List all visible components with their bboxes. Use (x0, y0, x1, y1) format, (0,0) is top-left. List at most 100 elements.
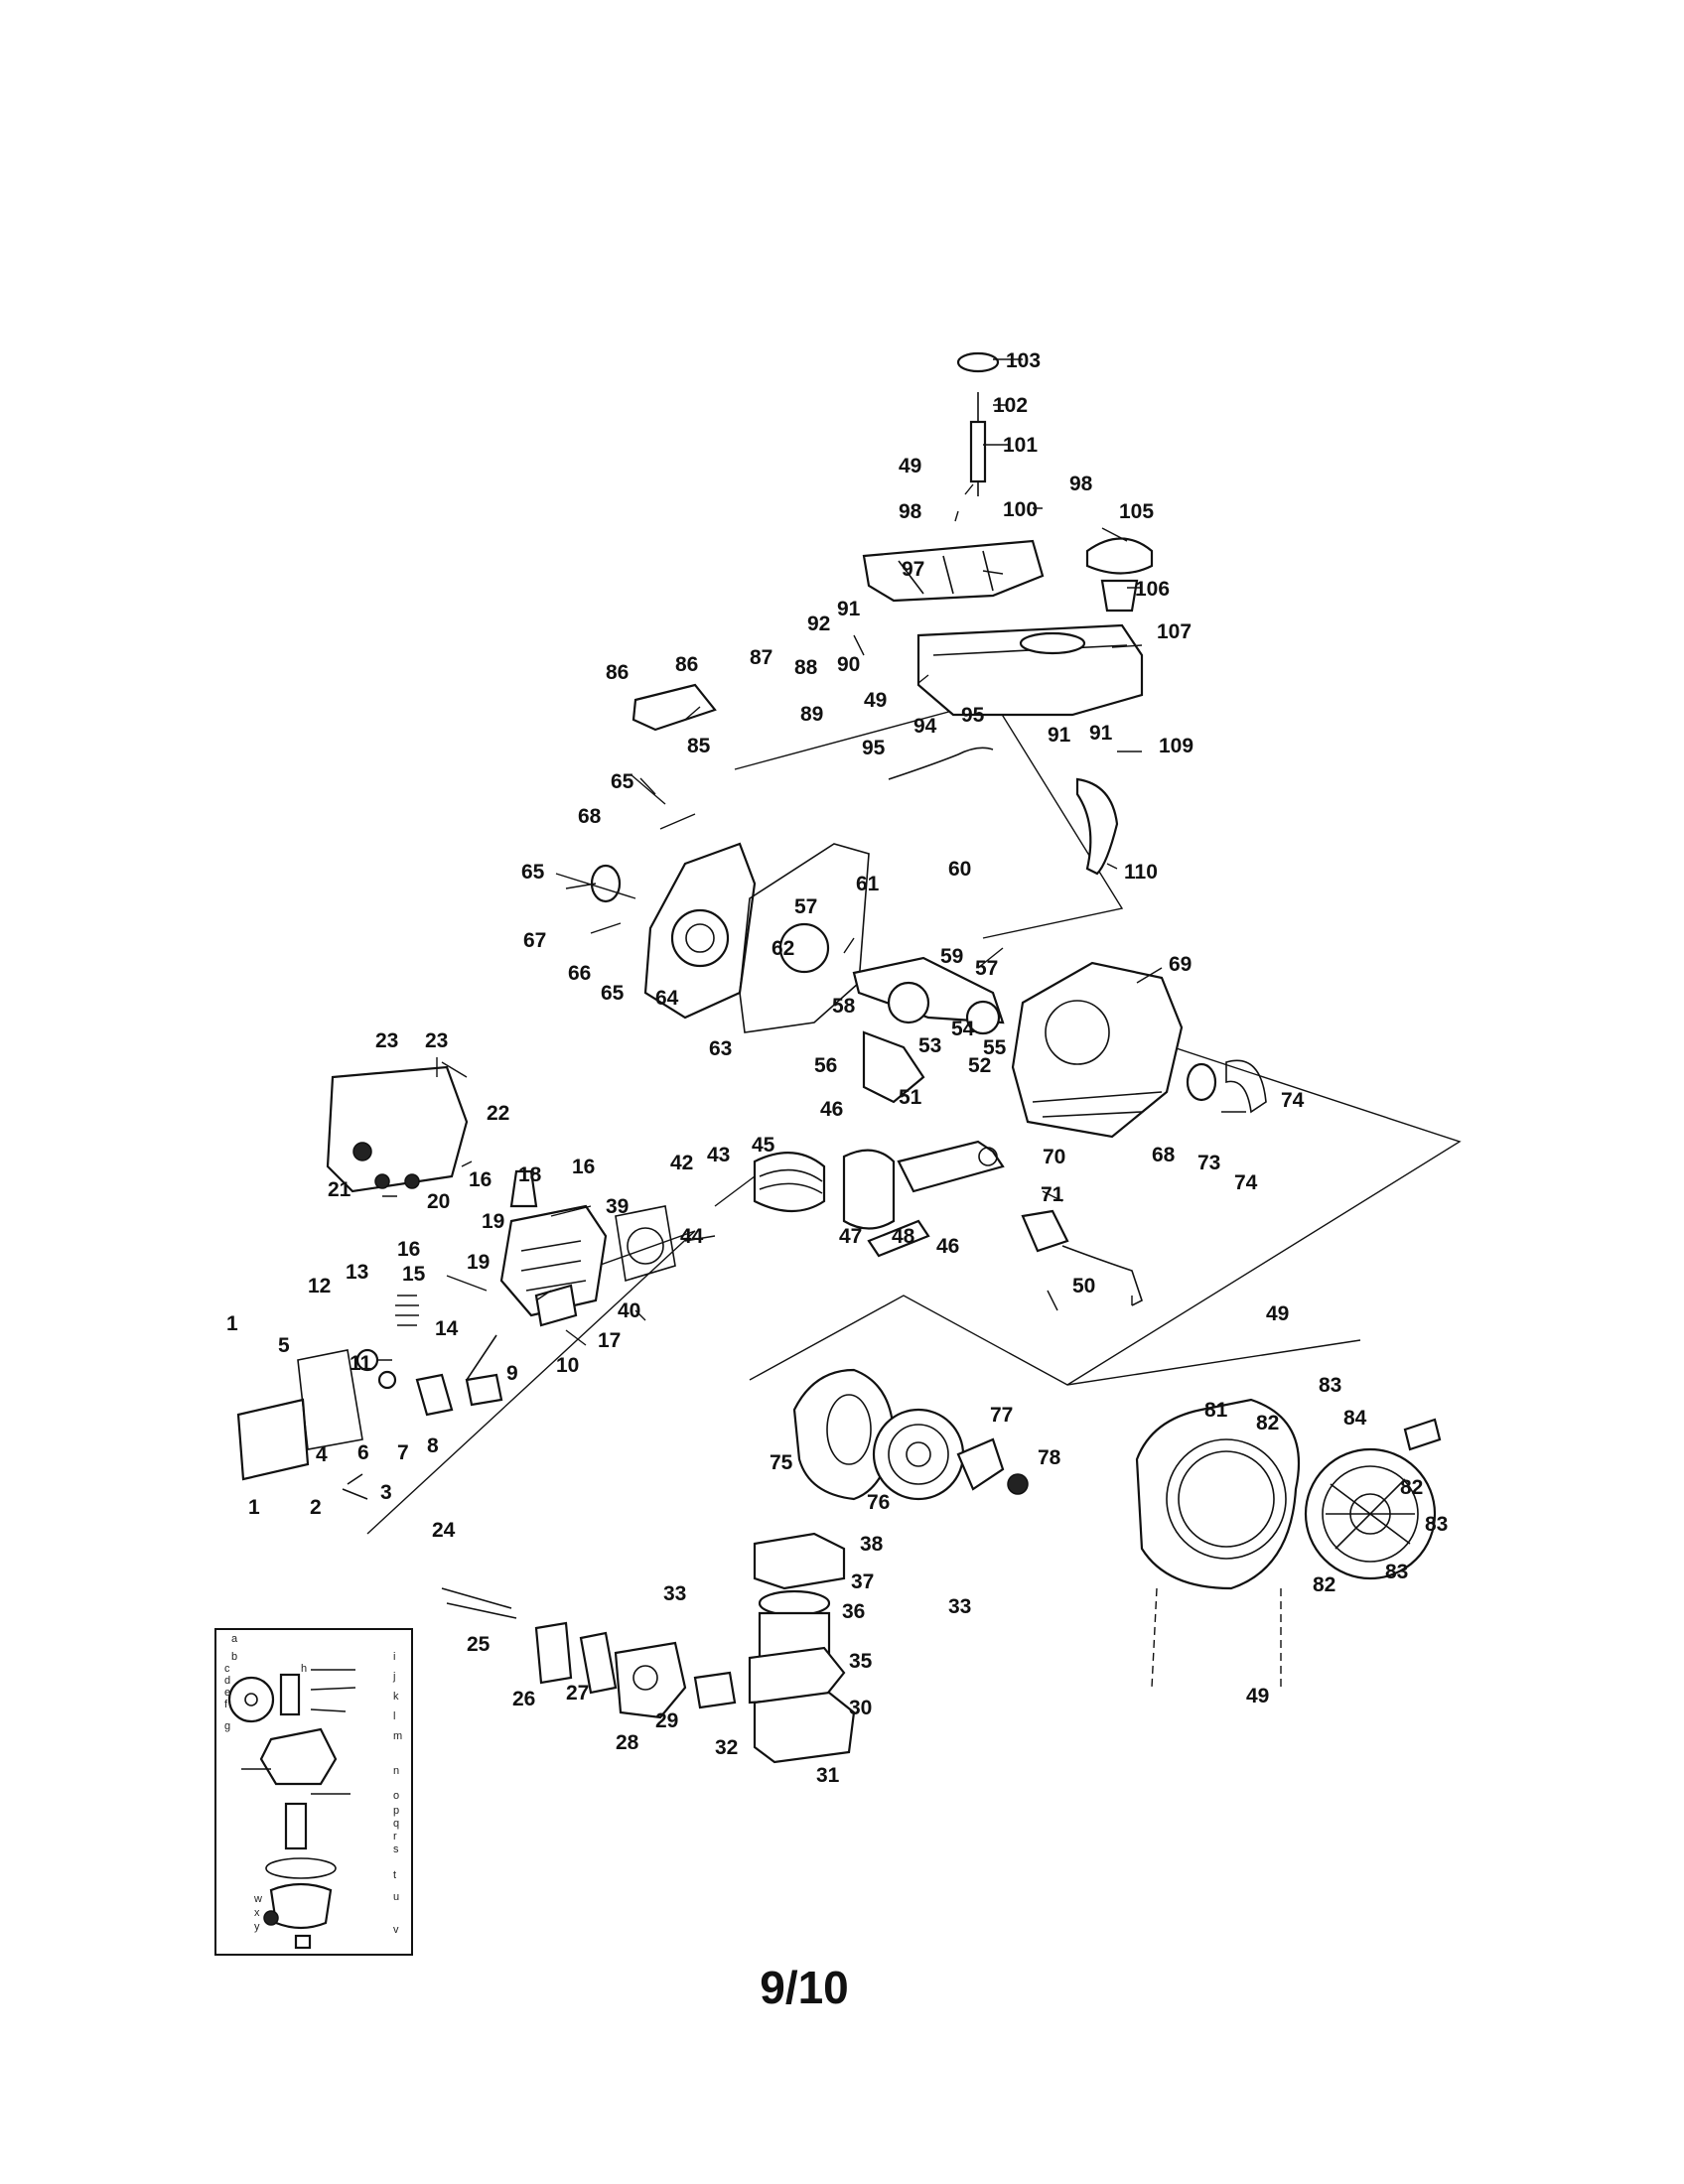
callout-94: 94 (913, 715, 937, 738)
inset-callout-s: s (393, 1843, 399, 1855)
callout-3: 3 (380, 1481, 392, 1504)
carburetor-group (441, 1532, 856, 1764)
callout-49: 49 (1266, 1302, 1289, 1325)
callout-82: 82 (1313, 1573, 1335, 1596)
callout-73: 73 (1197, 1152, 1220, 1174)
callout-23: 23 (375, 1029, 398, 1052)
callout-83: 83 (1319, 1374, 1341, 1397)
callout-19: 19 (482, 1210, 504, 1233)
callout-17: 17 (598, 1329, 621, 1352)
callout-109: 109 (1159, 735, 1193, 757)
carb-elbow (693, 1671, 737, 1709)
callout-46: 46 (936, 1235, 959, 1258)
callout-22: 22 (487, 1102, 509, 1125)
throttle-bracket (632, 683, 717, 732)
inset-callout-n: n (393, 1765, 399, 1777)
callout-84: 84 (1343, 1407, 1367, 1430)
inset-callout-j: j (392, 1671, 395, 1683)
callout-68: 68 (578, 805, 602, 828)
valve-cover-gasket (297, 1349, 363, 1450)
carb-studs (441, 1587, 517, 1619)
callout-97: 97 (902, 558, 924, 581)
callout-11: 11 (350, 1352, 372, 1375)
callout-2: 2 (310, 1496, 322, 1519)
callout-57: 57 (975, 957, 998, 980)
callout-28: 28 (616, 1731, 639, 1754)
inset-callout-e: e (224, 1687, 230, 1699)
callout-101: 101 (1003, 434, 1038, 457)
callout-66: 66 (568, 962, 591, 985)
piston-rings (753, 1152, 826, 1212)
inset-callout-a: a (231, 1633, 238, 1645)
starter-handle (1403, 1418, 1442, 1451)
callout-25: 25 (467, 1633, 491, 1656)
air-filter-element (758, 1589, 831, 1617)
inset-callout-w: w (253, 1893, 262, 1905)
inset-callout-l: l (393, 1710, 395, 1722)
callout-42: 42 (670, 1152, 693, 1174)
inset-callout-c: c (224, 1663, 230, 1675)
callout-89: 89 (800, 703, 823, 726)
callout-9: 9 (506, 1362, 518, 1385)
inset-callout-g: g (224, 1720, 230, 1732)
inset-callout-x: x (254, 1907, 260, 1919)
leader-lines (377, 358, 1246, 1361)
callout-56: 56 (814, 1054, 837, 1077)
page-number: 9/10 (760, 1962, 849, 2013)
valve-cover-top (326, 1065, 469, 1193)
callout-47: 47 (839, 1225, 862, 1248)
muffler (753, 1691, 856, 1764)
callout-106: 106 (1135, 578, 1170, 601)
callout-labels: 103 102 101 49 100 98 98 105 97 106 91 9… (226, 349, 1448, 1787)
callout-51: 51 (899, 1086, 922, 1109)
callout-10: 10 (556, 1354, 579, 1377)
region-outlines (366, 699, 1462, 1535)
callout-69: 69 (1169, 953, 1192, 976)
callout-55: 55 (983, 1036, 1007, 1059)
callout-85: 85 (687, 735, 711, 757)
callout-16: 16 (469, 1168, 491, 1191)
carburetor-detail-inset: a b c d e f g h i j k l m n o p q r s t … (214, 1628, 413, 1956)
callout-95: 95 (862, 737, 886, 759)
callout-95: 95 (961, 704, 985, 727)
starter-cup (956, 1437, 1005, 1491)
callout-36: 36 (842, 1600, 865, 1623)
callout-81: 81 (1204, 1399, 1228, 1422)
callout-45: 45 (752, 1134, 775, 1157)
fuel-cap (1085, 537, 1154, 575)
callout-6: 6 (357, 1441, 369, 1464)
callout-74: 74 (1234, 1171, 1258, 1194)
flywheel-group (792, 1209, 1143, 1501)
callout-107: 107 (1157, 620, 1192, 643)
callout-102: 102 (993, 394, 1028, 417)
callout-16: 16 (397, 1238, 420, 1261)
fuel-tank-group (632, 351, 1154, 876)
callout-30: 30 (849, 1697, 872, 1719)
callout-20: 20 (427, 1190, 450, 1213)
callout-62: 62 (772, 937, 794, 960)
callout-52: 52 (968, 1054, 991, 1077)
callout-70: 70 (1043, 1146, 1065, 1168)
callout-21: 21 (328, 1178, 351, 1201)
callout-86: 86 (675, 653, 698, 676)
callout-29: 29 (655, 1709, 678, 1732)
callout-68: 68 (1152, 1144, 1176, 1166)
callout-92: 92 (807, 613, 830, 635)
inset-callout-d: d (224, 1675, 230, 1687)
callout-65: 65 (611, 770, 634, 793)
fuel-line (888, 747, 994, 780)
connecting-rod (897, 1140, 1005, 1193)
callout-7: 7 (397, 1441, 409, 1464)
callout-65: 65 (521, 861, 545, 884)
callout-83: 83 (1425, 1513, 1448, 1536)
callout-49: 49 (899, 455, 921, 478)
rocker-arms (415, 1373, 454, 1417)
callout-60: 60 (948, 858, 971, 881)
inset-callout-u: u (393, 1891, 399, 1903)
callout-83: 83 (1385, 1561, 1408, 1583)
inset-callout-y: y (254, 1921, 260, 1933)
cover-gasket (739, 843, 870, 1033)
callout-103: 103 (1006, 349, 1041, 372)
callout-4: 4 (316, 1443, 328, 1466)
